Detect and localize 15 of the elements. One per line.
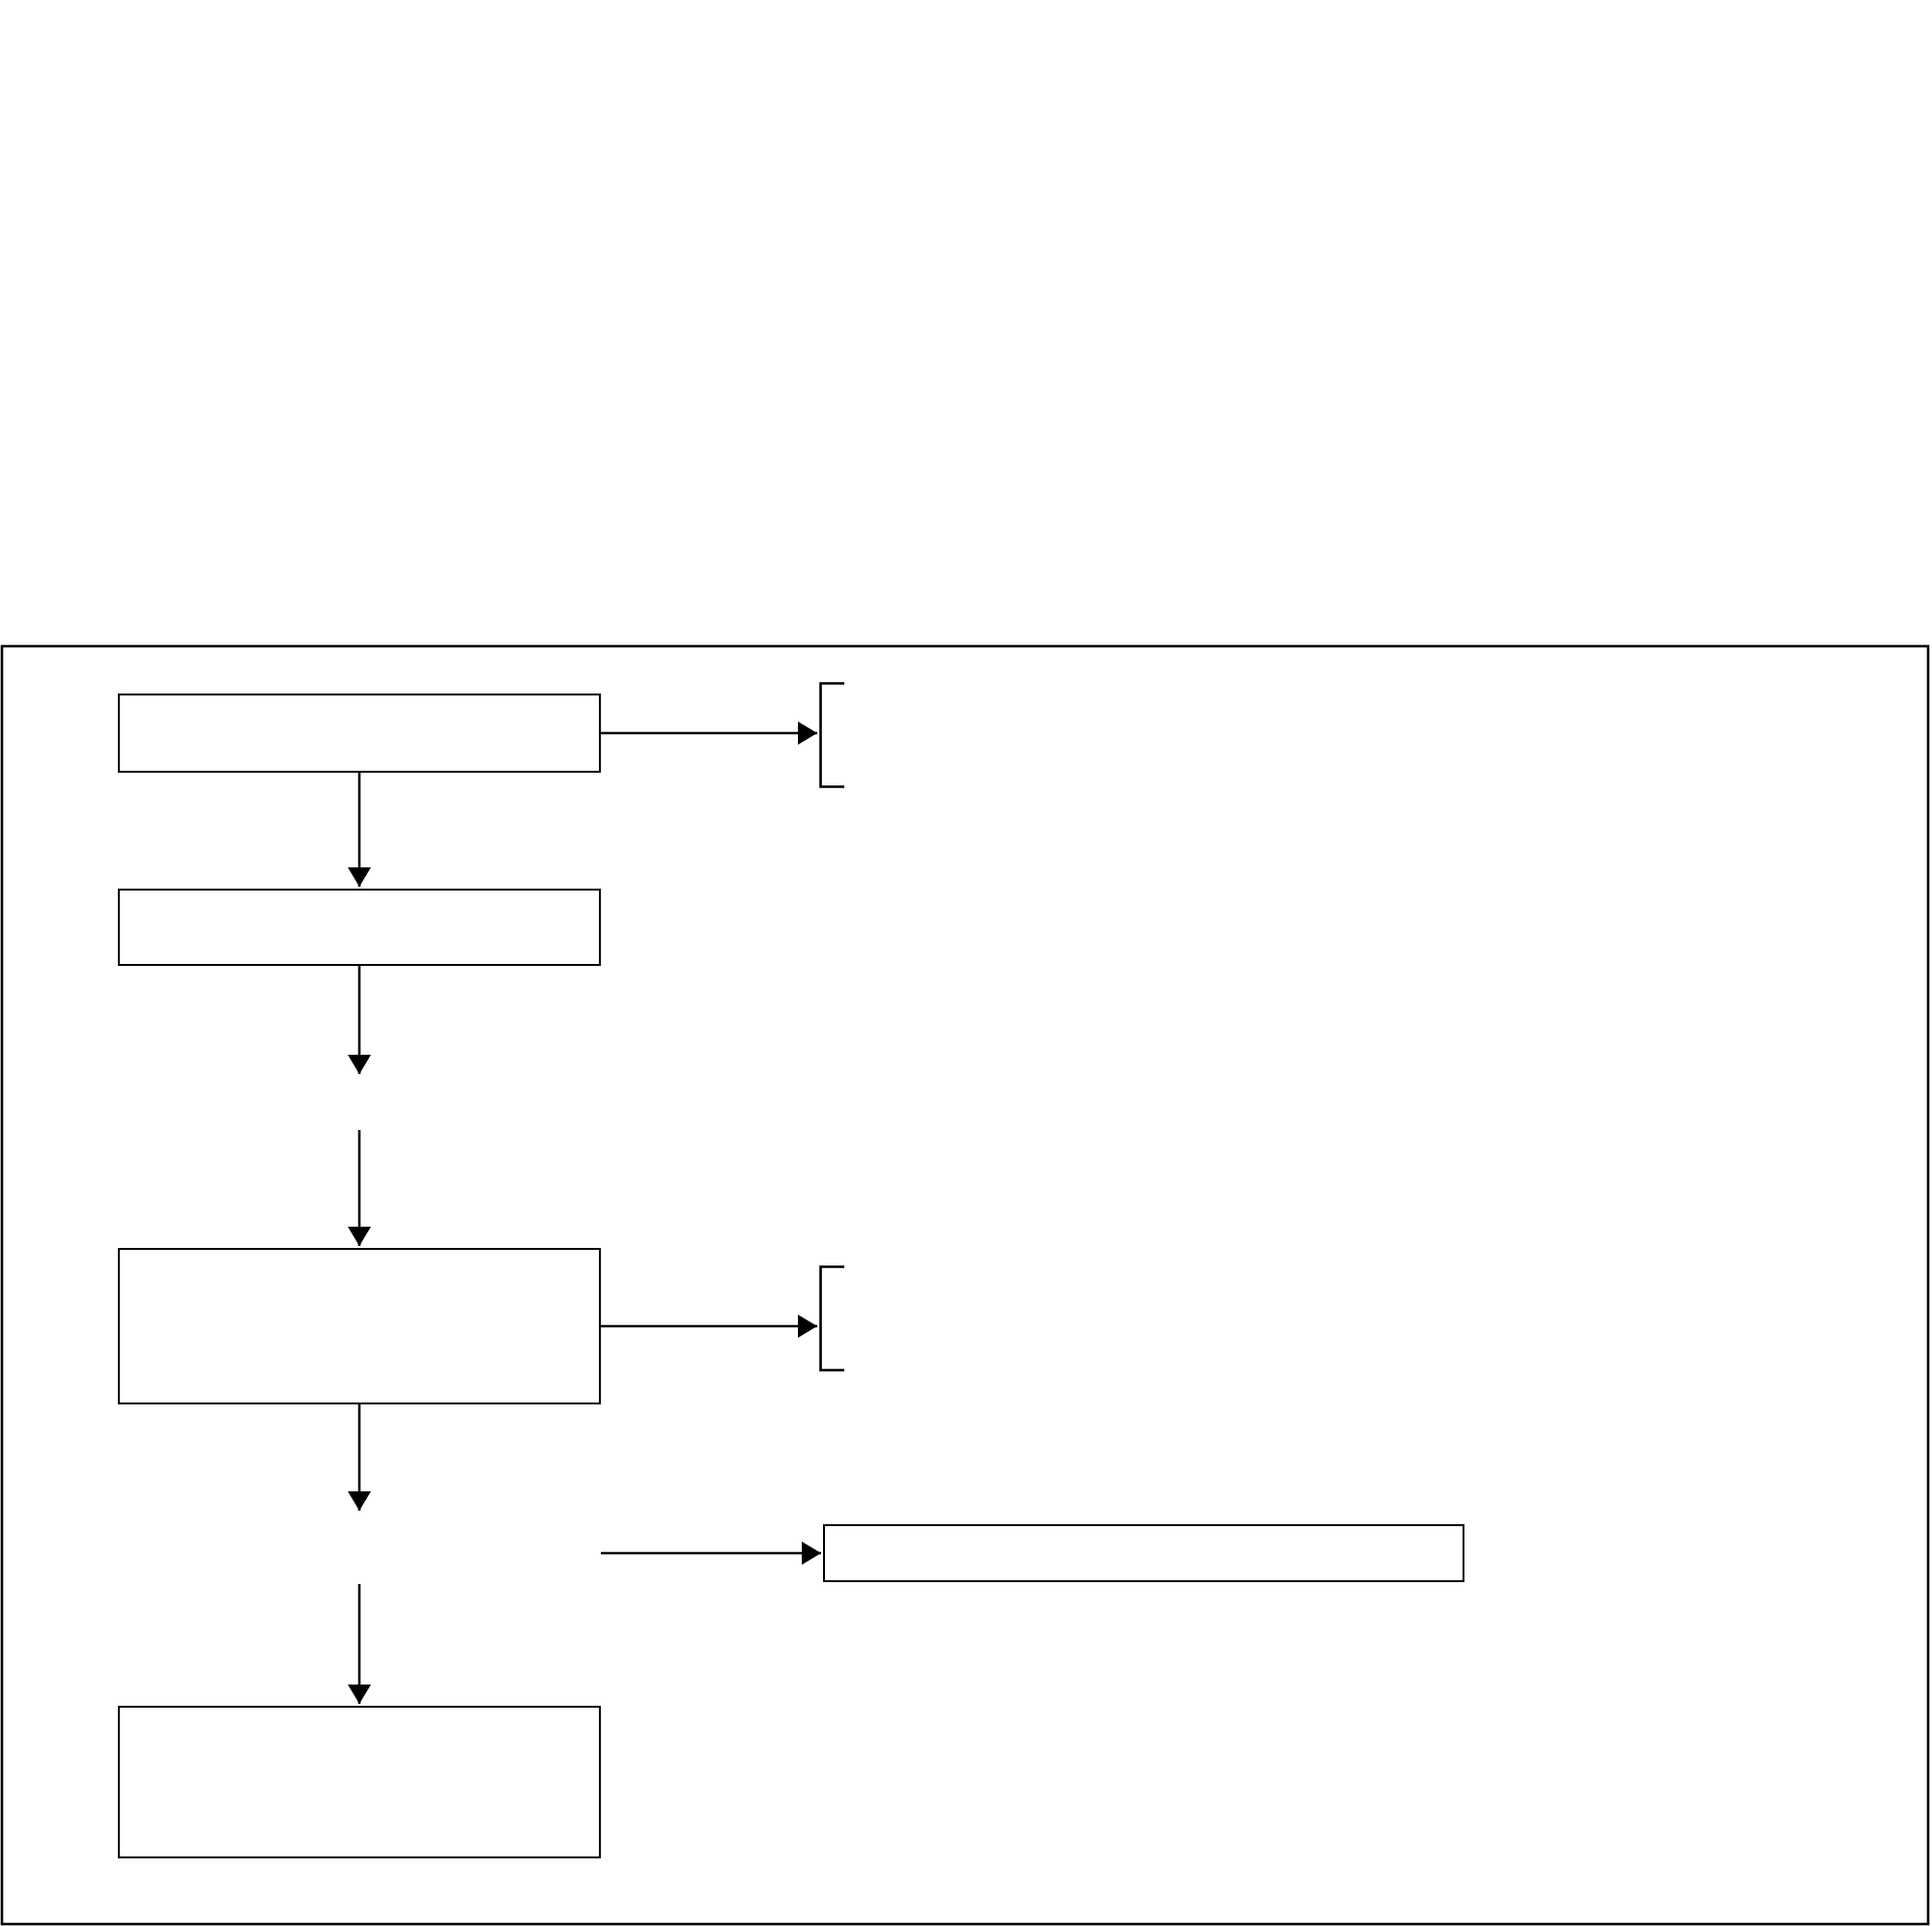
arrow [348, 1584, 371, 1704]
process-box [118, 889, 601, 966]
arrow [348, 1130, 371, 1246]
process-box [823, 1524, 1464, 1582]
process-box [118, 1706, 601, 1858]
arrow [348, 966, 371, 1074]
bracket-symbol [819, 1265, 844, 1372]
arrow [601, 1315, 817, 1338]
arrow [601, 1542, 821, 1565]
bracket-symbol [819, 682, 844, 788]
arrow [348, 1404, 371, 1511]
arrow [348, 773, 371, 887]
process-box [118, 694, 601, 773]
arrow [601, 722, 817, 745]
process-box [118, 1248, 601, 1404]
